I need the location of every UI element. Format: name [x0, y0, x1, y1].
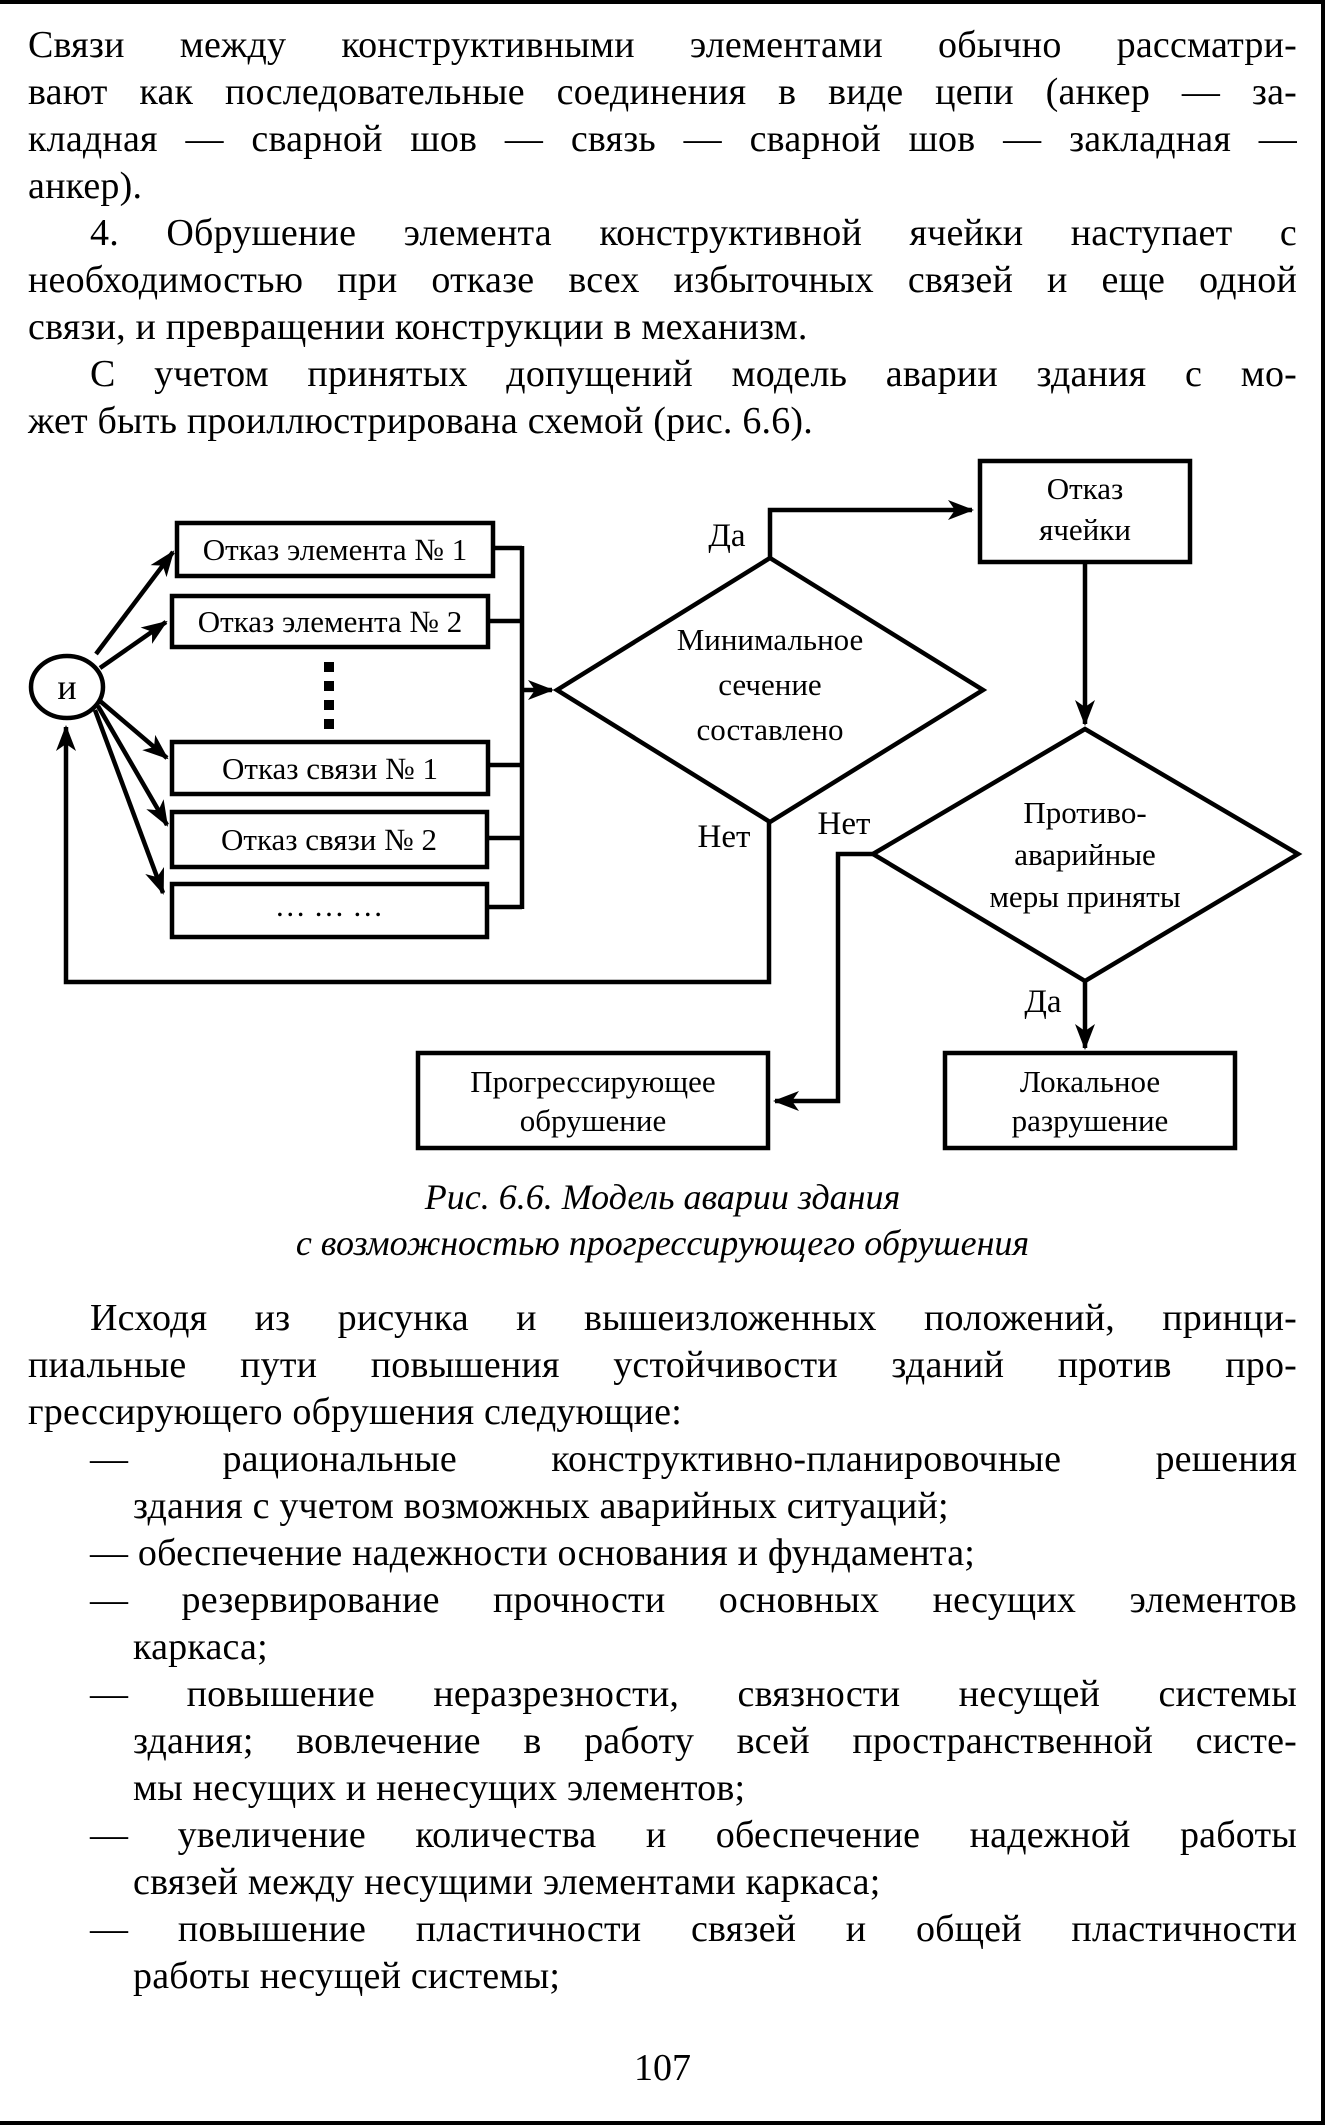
paragraph-line: необходимостью при отказе всех избыточны…: [28, 259, 1297, 301]
list-item-line: — резервирование прочности основных несу…: [90, 1579, 1297, 1621]
decision-min-section-line3: составлено: [696, 712, 843, 747]
cell-failure-line2: ячейки: [1039, 512, 1131, 547]
decision-min-section: [552, 555, 988, 825]
list-item-line: — повышение пластичности связей и общей …: [90, 1908, 1297, 1950]
event-box-5: [169, 881, 490, 940]
paragraph-line: 4. Обрушение элемента конструктивной яче…: [90, 212, 1297, 254]
arrow-yes-to-cell-failure: [767, 500, 974, 558]
progressive-collapse-line1: Прогрессирующее: [470, 1064, 715, 1099]
decision-measures: [868, 726, 1303, 984]
list-item-line: связей между несущими элементами каркаса…: [133, 1861, 881, 1903]
list-item-line: каркаса;: [133, 1626, 268, 1668]
paragraph-line: анкер).: [28, 165, 143, 207]
no-label-2: Нет: [818, 806, 871, 842]
cell-failure-line1: Отказ: [1047, 471, 1124, 506]
event-box-3-label: Отказ связи № 1: [222, 751, 438, 786]
list-item-line: работы несущей системы;: [133, 1955, 561, 1997]
paragraph-line: С учетом принятых допущений модель авари…: [90, 353, 1297, 395]
event-box-2-label: Отказ элемента № 2: [198, 604, 462, 639]
local-failure-line2: разрушение: [1012, 1103, 1169, 1138]
local-failure-line1: Локальное: [1020, 1064, 1160, 1099]
list-item-line: — обеспечение надежности основания и фун…: [90, 1532, 976, 1574]
list-item-line: здания с учетом возможных аварийных ситу…: [133, 1485, 949, 1527]
progressive-collapse-box: [415, 1050, 771, 1151]
event-box-4-label: Отказ связи № 2: [221, 822, 437, 857]
progressive-collapse-line2: обрушение: [520, 1103, 666, 1138]
arrow-gate-to-event-5: [92, 709, 166, 895]
arrow-no-to-progressive: [773, 851, 873, 1111]
list-item-line: — рациональные конструктивно-планировочн…: [90, 1438, 1297, 1480]
arrow-gate-to-event-4: [96, 704, 169, 827]
decision-measures-line2: аварийные: [1014, 837, 1156, 872]
decision-measures-line1: Противо-: [1023, 795, 1146, 830]
list-item-line: мы несущих и ненесущих элементов;: [133, 1767, 746, 1809]
figure-caption-line2: с возможностью прогрессирующего обрушени…: [295, 1223, 1030, 1263]
event-box-3: [169, 739, 491, 797]
and-gate: [28, 653, 106, 721]
list-item-line: — повышение неразрезности, связности нес…: [90, 1673, 1297, 1715]
paragraph-line: вают как последовательные соединения в в…: [28, 71, 1297, 113]
local-failure-box: [942, 1050, 1238, 1151]
no-label-1: Нет: [698, 819, 751, 855]
decision-min-section-line1: Минимальное: [677, 622, 864, 657]
event-box-1-label: Отказ элемента № 1: [203, 532, 467, 567]
and-gate-label: и: [57, 667, 76, 707]
decision-min-section-line2: сечение: [718, 667, 821, 702]
list-item-line: — увеличение количества и обеспечение на…: [90, 1814, 1297, 1856]
list-item-line: здания; вовлечение в работу всей простра…: [133, 1720, 1297, 1762]
paragraph-line: жет быть проиллюстрирована схемой (рис. …: [28, 400, 813, 442]
paragraph-line: Связи между конструктивными элементами о…: [28, 24, 1297, 66]
paragraph-line: кладная — сварной шов — связь — сварной …: [28, 118, 1297, 160]
page-number: 107: [634, 2047, 691, 2089]
event-box-5-label: … … …: [275, 888, 384, 923]
figure-caption-line1: Рис. 6.6. Модель аварии здания: [424, 1177, 901, 1217]
paragraph-line: Исходя из рисунка и вышеизложенных полож…: [90, 1297, 1297, 1339]
feedback-no-loop: [56, 725, 772, 985]
yes-label-1: Да: [708, 518, 746, 554]
arrow-gate-to-event-2: [98, 620, 168, 670]
paragraph-line: связи, и превращении конструкции в механ…: [28, 306, 808, 348]
arrow-gate-to-event-3: [98, 699, 169, 760]
decision-measures-line3: меры приняты: [989, 879, 1181, 914]
paragraph-line: пиальные пути повышения устойчивости зда…: [28, 1344, 1297, 1386]
arrow-gate-to-event-1: [94, 550, 175, 656]
paragraph-line: грессирующего обрушения следующие:: [28, 1391, 682, 1433]
yes-label-2: Да: [1024, 984, 1062, 1020]
